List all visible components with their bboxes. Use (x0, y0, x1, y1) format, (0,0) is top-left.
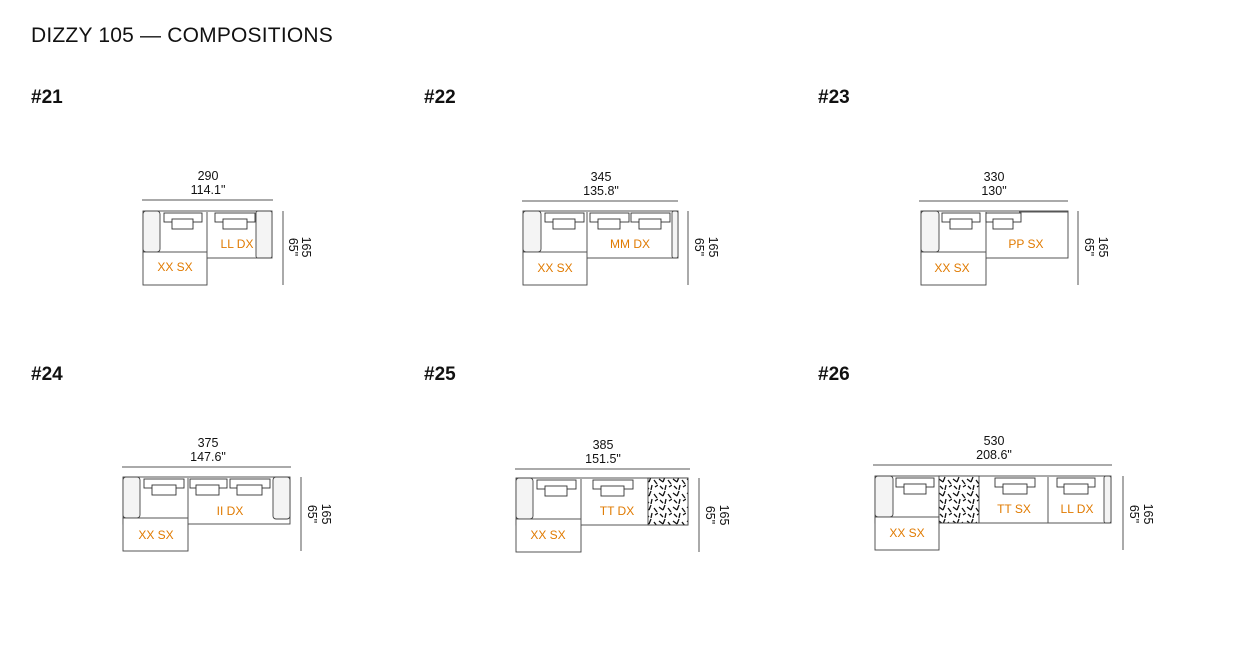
width-in-text: 208.6" (976, 448, 1012, 462)
composition-24: 375 147.6" XX SX II DX (122, 436, 333, 552)
module-label: XX SX (537, 261, 572, 275)
headrest-cushion (189, 478, 228, 496)
composition-23: 330 130" XX SX PP SX 165 65" (919, 170, 1110, 286)
depth-in-text: 65" (286, 238, 300, 256)
sofa-plan: XX SX TT DX (515, 477, 689, 553)
module-label: LL DX (1061, 502, 1094, 516)
width-cm-text: 345 (591, 170, 612, 184)
composition-label-26: #26 (818, 364, 850, 385)
composition-label-25: #25 (424, 364, 456, 385)
headrest-cushion (163, 212, 203, 230)
headrest-cushion (1056, 477, 1096, 495)
depth-cm-text: 165 (706, 237, 720, 258)
boucle-pouf (647, 477, 689, 526)
width-dimension: 330 130" (919, 170, 1068, 202)
composition-26: 530 208.6" XX SX TT (873, 434, 1155, 551)
module-label: XX SX (530, 528, 565, 542)
headrest-cushion (895, 477, 935, 495)
module-label: PP SX (1008, 237, 1043, 251)
composition-21: 290 114.1" XX SX LL DX 165 65" (142, 169, 313, 286)
headrest-cushion (985, 212, 1022, 230)
width-cm-text: 290 (198, 169, 219, 183)
width-cm-text: 530 (984, 434, 1005, 448)
composition-label-23: #23 (818, 87, 850, 108)
depth-in-text: 65" (703, 506, 717, 524)
width-dimension: 345 135.8" (522, 170, 678, 202)
depth-dimension: 165 65" (698, 478, 731, 552)
module-label: TT SX (997, 502, 1031, 516)
depth-dimension: 165 65" (300, 477, 333, 551)
sofa-plan: XX SX MM DX (522, 210, 679, 286)
headrest-cushion (229, 478, 271, 496)
module-label: XX SX (157, 260, 192, 274)
module-label: II DX (217, 504, 244, 518)
depth-dimension: 165 65" (282, 211, 313, 285)
width-cm-text: 375 (198, 436, 219, 450)
headrest-cushion (214, 212, 256, 230)
module-label: LL DX (221, 237, 254, 251)
depth-cm-text: 165 (319, 504, 333, 525)
page-title: DIZZY 105 — COMPOSITIONS (31, 24, 333, 47)
headrest-cushion (589, 212, 630, 230)
width-dimension: 375 147.6" (122, 436, 291, 468)
width-in-text: 147.6" (190, 450, 226, 464)
sofa-plan: XX SX PP SX (920, 210, 1069, 286)
sofa-plan: XX SX TT SX LL DX (874, 475, 1112, 551)
chaise-longue (142, 251, 208, 286)
depth-in-text: 65" (1127, 505, 1141, 523)
composition-label-21: #21 (31, 87, 63, 108)
module-label: TT DX (600, 504, 634, 518)
module-label: XX SX (934, 261, 969, 275)
depth-in-text: 65" (1082, 238, 1096, 256)
module-label: XX SX (138, 528, 173, 542)
width-cm-text: 385 (593, 438, 614, 452)
depth-cm-text: 165 (1141, 504, 1155, 525)
composition-22: 345 135.8" XX SX MM DX (522, 170, 720, 286)
depth-in-text: 65" (305, 505, 319, 523)
armrest (142, 210, 161, 253)
width-in-text: 130" (981, 184, 1006, 198)
headrest-cushion (544, 212, 585, 230)
width-dimension: 385 151.5" (515, 438, 690, 470)
headrest-cushion (536, 479, 577, 497)
depth-dimension: 165 65" (1122, 476, 1155, 550)
depth-cm-text: 165 (717, 505, 731, 526)
module-label: MM DX (610, 237, 650, 251)
headrest-cushion (630, 212, 671, 230)
composition-label-22: #22 (424, 87, 456, 108)
headrest-cushion (994, 477, 1036, 495)
width-in-text: 151.5" (585, 452, 621, 466)
depth-dimension: 165 65" (1077, 211, 1110, 285)
width-in-text: 135.8" (583, 184, 619, 198)
depth-in-text: 65" (692, 238, 706, 256)
width-dimension: 530 208.6" (873, 434, 1112, 466)
width-in-text: 114.1" (191, 183, 226, 197)
boucle-pouf (938, 475, 980, 524)
depth-cm-text: 165 (1096, 237, 1110, 258)
depth-cm-text: 165 (299, 237, 313, 258)
sofa-plan: XX SX II DX (122, 476, 291, 552)
width-cm-text: 330 (984, 170, 1005, 184)
sofa-plan: XX SX LL DX (142, 210, 273, 286)
composition-25: 385 151.5" XX SX TT DX 165 65" (515, 438, 731, 553)
headrest-cushion (592, 479, 634, 497)
width-dimension: 290 114.1" (142, 169, 273, 201)
headrest-cushion (941, 212, 981, 230)
depth-dimension: 165 65" (687, 211, 720, 285)
composition-label-24: #24 (31, 364, 63, 385)
headrest-cushion (143, 478, 185, 496)
module-label: XX SX (889, 526, 924, 540)
